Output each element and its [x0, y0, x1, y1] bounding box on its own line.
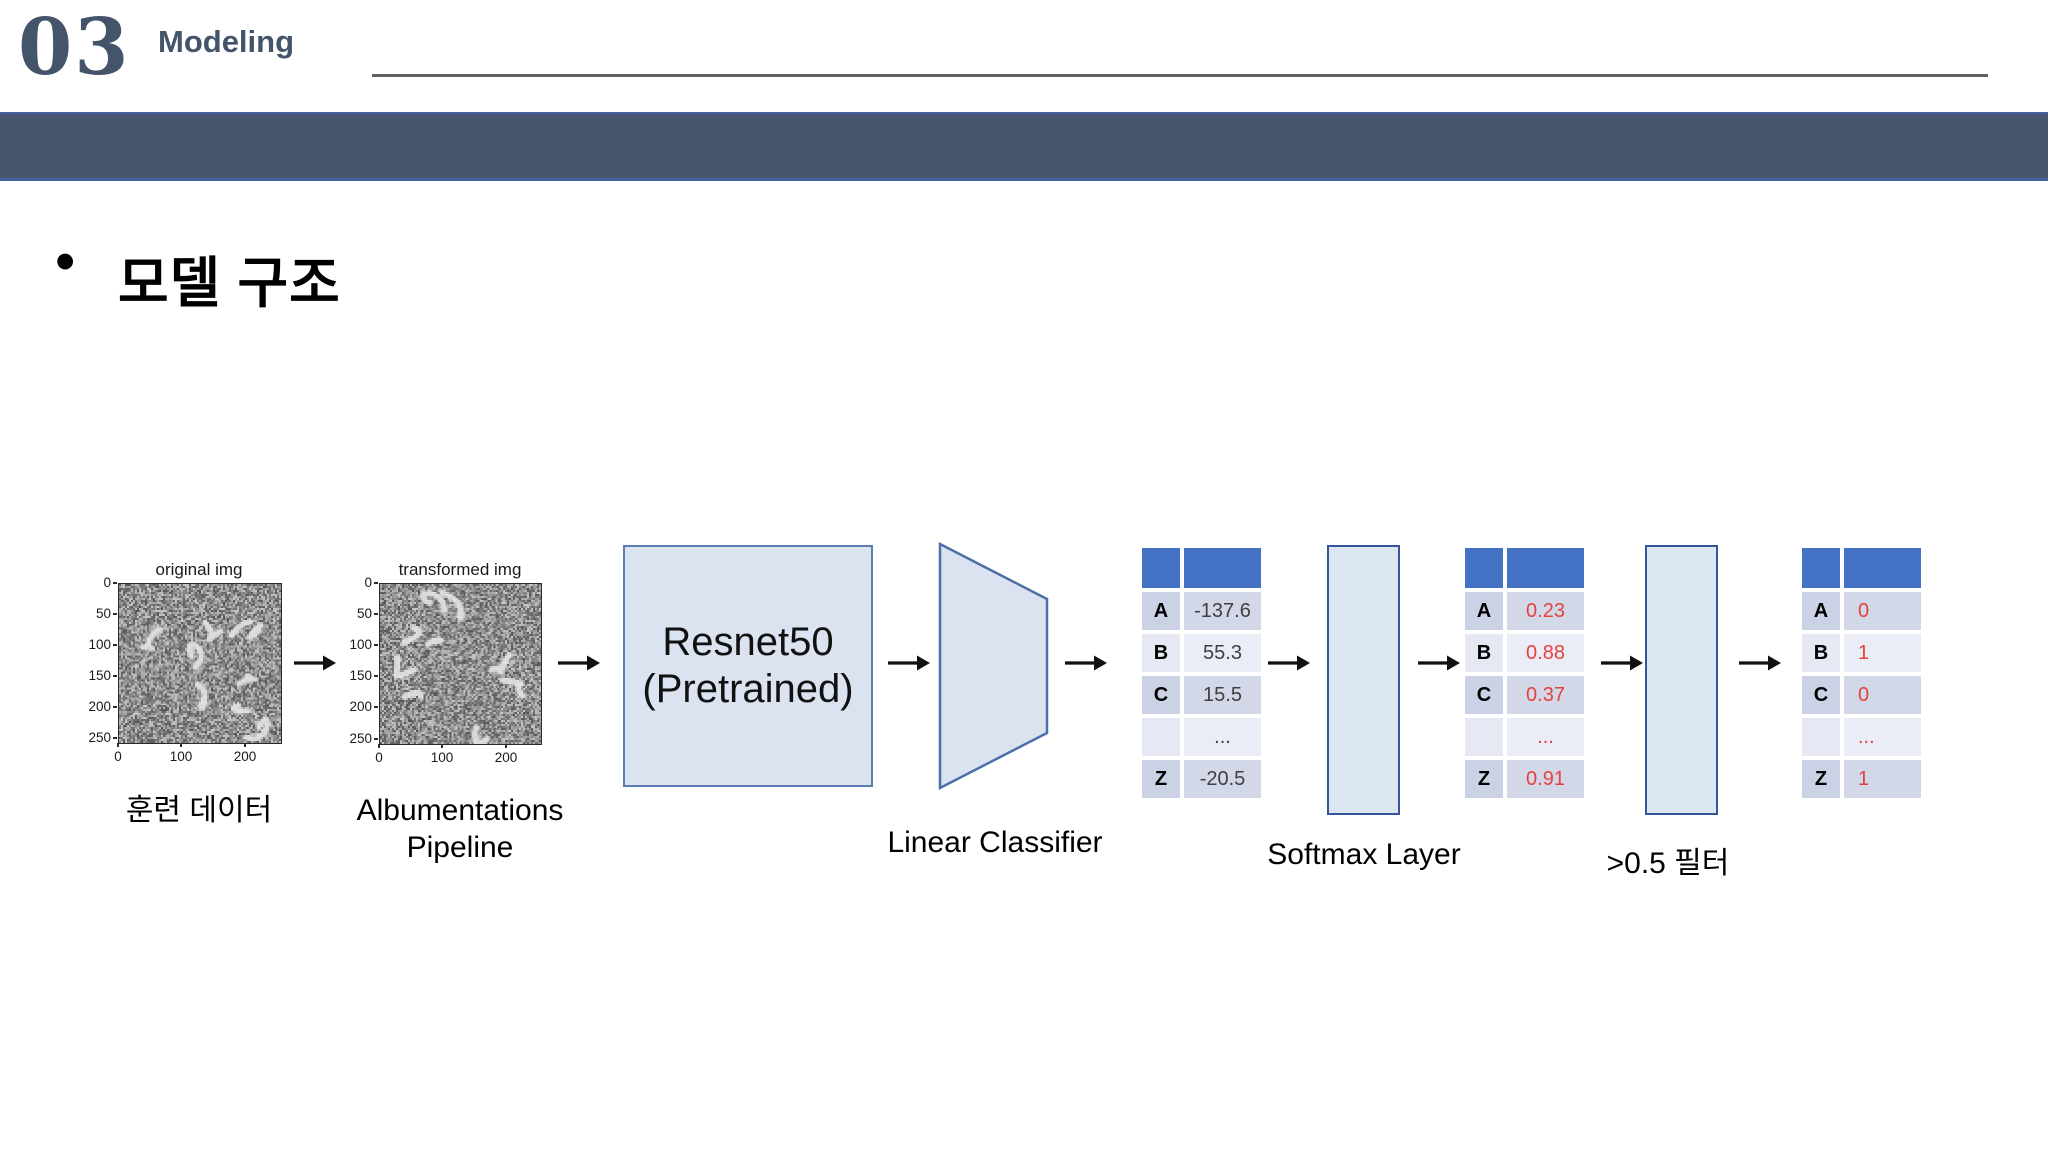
- table-row-value: -137.6: [1184, 592, 1261, 630]
- plot-caption: 훈련 데이터: [125, 794, 273, 827]
- threshold-filter-shape: [1645, 545, 1718, 815]
- table-row-value: 55.3: [1184, 634, 1261, 672]
- table-row-label: [1802, 718, 1840, 756]
- softmax-layer-label: Softmax Layer: [1267, 838, 1461, 871]
- binary-output-table: A 0 B 1 C 0 ... Z 1: [1802, 548, 1921, 798]
- header-divider-line: [372, 74, 1988, 77]
- table-header-cell: [1507, 548, 1584, 588]
- table-row-label: A: [1465, 592, 1503, 630]
- softmax-probabilities-table: A 0.23 B 0.88 C 0.37 ... Z 0.91: [1465, 548, 1584, 798]
- y-tick: 200: [331, 698, 378, 716]
- table-row-value: -20.5: [1184, 760, 1261, 798]
- page-title: 모델 구조: [118, 252, 341, 314]
- y-tick: 100: [70, 636, 117, 654]
- original-image-plot: original img 0 50 100 150 200 250 0 100 …: [70, 552, 310, 882]
- flow-arrow-icon: [1268, 655, 1310, 671]
- table-header-cell: [1802, 548, 1840, 588]
- resnet50-label-line1: Resnet50: [662, 620, 834, 664]
- table-row-value: ...: [1184, 718, 1261, 756]
- x-tick: 100: [161, 743, 201, 764]
- table-row-label: Z: [1465, 760, 1503, 798]
- table-row-label: Z: [1802, 760, 1840, 798]
- linear-classifier-shape: [938, 542, 1049, 791]
- flow-arrow-icon: [294, 655, 336, 671]
- transformed-image-canvas: [379, 583, 542, 745]
- flow-arrow-icon: [888, 655, 930, 671]
- table-row-label: [1465, 718, 1503, 756]
- flow-arrow-icon: [558, 655, 600, 671]
- table-row-label: B: [1802, 634, 1840, 672]
- y-tick: 50: [70, 605, 117, 623]
- table-row-value: 15.5: [1184, 676, 1261, 714]
- table-row-value: 0.23: [1507, 592, 1584, 630]
- plot-title: transformed img: [398, 560, 522, 579]
- table-row-value: 0: [1844, 676, 1921, 714]
- flow-arrow-icon: [1601, 655, 1643, 671]
- y-tick: 200: [70, 698, 117, 716]
- linear-classifier-label: Linear Classifier: [887, 826, 1103, 859]
- header-band: [0, 112, 2048, 181]
- table-header-cell: [1844, 548, 1921, 588]
- y-tick: 50: [331, 605, 378, 623]
- softmax-layer-shape: [1327, 545, 1400, 815]
- x-tick: 100: [422, 744, 462, 765]
- table-row-value: 0.88: [1507, 634, 1584, 672]
- table-row-value: 0.37: [1507, 676, 1584, 714]
- y-tick: 100: [331, 636, 378, 654]
- plot-title: original img: [155, 560, 243, 579]
- table-row-label: A: [1142, 592, 1180, 630]
- resnet50-label-line2: (Pretrained): [642, 667, 854, 711]
- table-row-label: C: [1802, 676, 1840, 714]
- table-row-value: ...: [1507, 718, 1584, 756]
- table-row-value: ...: [1844, 718, 1921, 756]
- threshold-filter-label: >0.5 필터: [1606, 847, 1730, 880]
- table-row-label: B: [1142, 634, 1180, 672]
- table-row-value: 1: [1844, 634, 1921, 672]
- section-title: Modeling: [158, 24, 295, 59]
- y-tick: 0: [70, 574, 117, 592]
- x-tick: 200: [225, 743, 265, 764]
- y-tick: 0: [331, 574, 378, 592]
- table-row-label: [1142, 718, 1180, 756]
- table-row-label: C: [1465, 676, 1503, 714]
- table-row-value: 1: [1844, 760, 1921, 798]
- bullet-dot: •: [55, 229, 76, 294]
- table-header-cell: [1142, 548, 1180, 588]
- table-header-cell: [1465, 548, 1503, 588]
- table-header-cell: [1184, 548, 1261, 588]
- y-tick: 150: [70, 667, 117, 685]
- x-tick: 200: [486, 744, 526, 765]
- x-tick: 0: [98, 743, 138, 764]
- plot-caption-line2: Pipeline: [406, 831, 514, 864]
- flow-arrow-icon: [1418, 655, 1460, 671]
- plot-caption-line1: Albumentations: [356, 794, 564, 827]
- table-row-label: A: [1802, 592, 1840, 630]
- resnet50-box: Resnet50 (Pretrained): [623, 545, 873, 787]
- y-tick: 150: [331, 667, 378, 685]
- table-row-label: Z: [1142, 760, 1180, 798]
- flow-arrow-icon: [1739, 655, 1781, 671]
- y-tick: 250: [70, 729, 117, 747]
- transformed-image-plot: transformed img 0 50 100 150 200 250 0 1…: [331, 552, 571, 882]
- table-row-value: 0: [1844, 592, 1921, 630]
- x-tick: 0: [359, 744, 399, 765]
- table-row-label: C: [1142, 676, 1180, 714]
- table-row-label: B: [1465, 634, 1503, 672]
- flow-arrow-icon: [1065, 655, 1107, 671]
- section-number: 03: [18, 2, 131, 93]
- table-row-value: 0.91: [1507, 760, 1584, 798]
- y-tick: 250: [331, 730, 378, 748]
- logits-table: A -137.6 B 55.3 C 15.5 ... Z -20.5: [1142, 548, 1261, 798]
- original-image-canvas: [118, 583, 282, 744]
